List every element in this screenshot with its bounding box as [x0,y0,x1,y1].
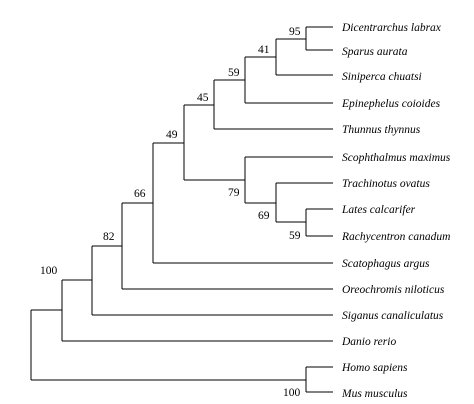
support-value: 49 [166,129,178,141]
taxon-label: Siniperca chuatsi [342,71,422,83]
taxon-label: Thunnus thynnus [342,124,421,136]
branch-homo-mus [305,366,333,393]
support-value: 66 [134,188,146,200]
taxon-label: Sparus aurata [342,46,408,58]
branch-oreochromis [121,203,333,290]
branch-scatophagus [152,143,333,264]
taxon-label: Scophthalmus maximus [342,152,451,164]
taxon-label: Trachinotus ovatus [342,178,430,190]
taxon-label: Mus musculus [341,388,408,400]
support-value: 100 [283,387,301,399]
branch-thunnus [213,80,333,130]
branch-siniperca [275,39,333,76]
taxon-label: Lates calcarifer [341,204,416,216]
support-value: 100 [40,265,58,277]
taxon-label: Rachycentron canadum [341,231,450,243]
branch-trachinotus [275,182,333,222]
support-value: 41 [258,44,270,56]
taxon-label: Homo sapiens [341,362,408,374]
branch-siganus [91,246,333,316]
support-value: 59 [289,230,301,242]
taxon-label: Oreochromis niloticus [342,284,445,296]
support-value: 59 [228,67,240,79]
taxon-label: Dicentrarchus labrax [341,22,442,34]
support-value: 82 [103,231,115,243]
taxon-label: Danio rerio [341,336,396,348]
branch-dicentrarchus-sparus [305,26,333,51]
taxon-label: Scatophagus argus [342,258,430,270]
branch-scophthalmus [244,156,333,203]
support-value: 45 [197,92,209,104]
branch-lates-rachycentron [305,208,333,237]
taxon-label: Epinephelus coioides [341,98,441,110]
branch-epinephelus [244,57,333,104]
taxon-label: Siganus canaliculatus [342,310,444,322]
support-value: 69 [258,210,270,222]
support-value: 95 [289,26,301,38]
support-value: 79 [228,187,240,199]
